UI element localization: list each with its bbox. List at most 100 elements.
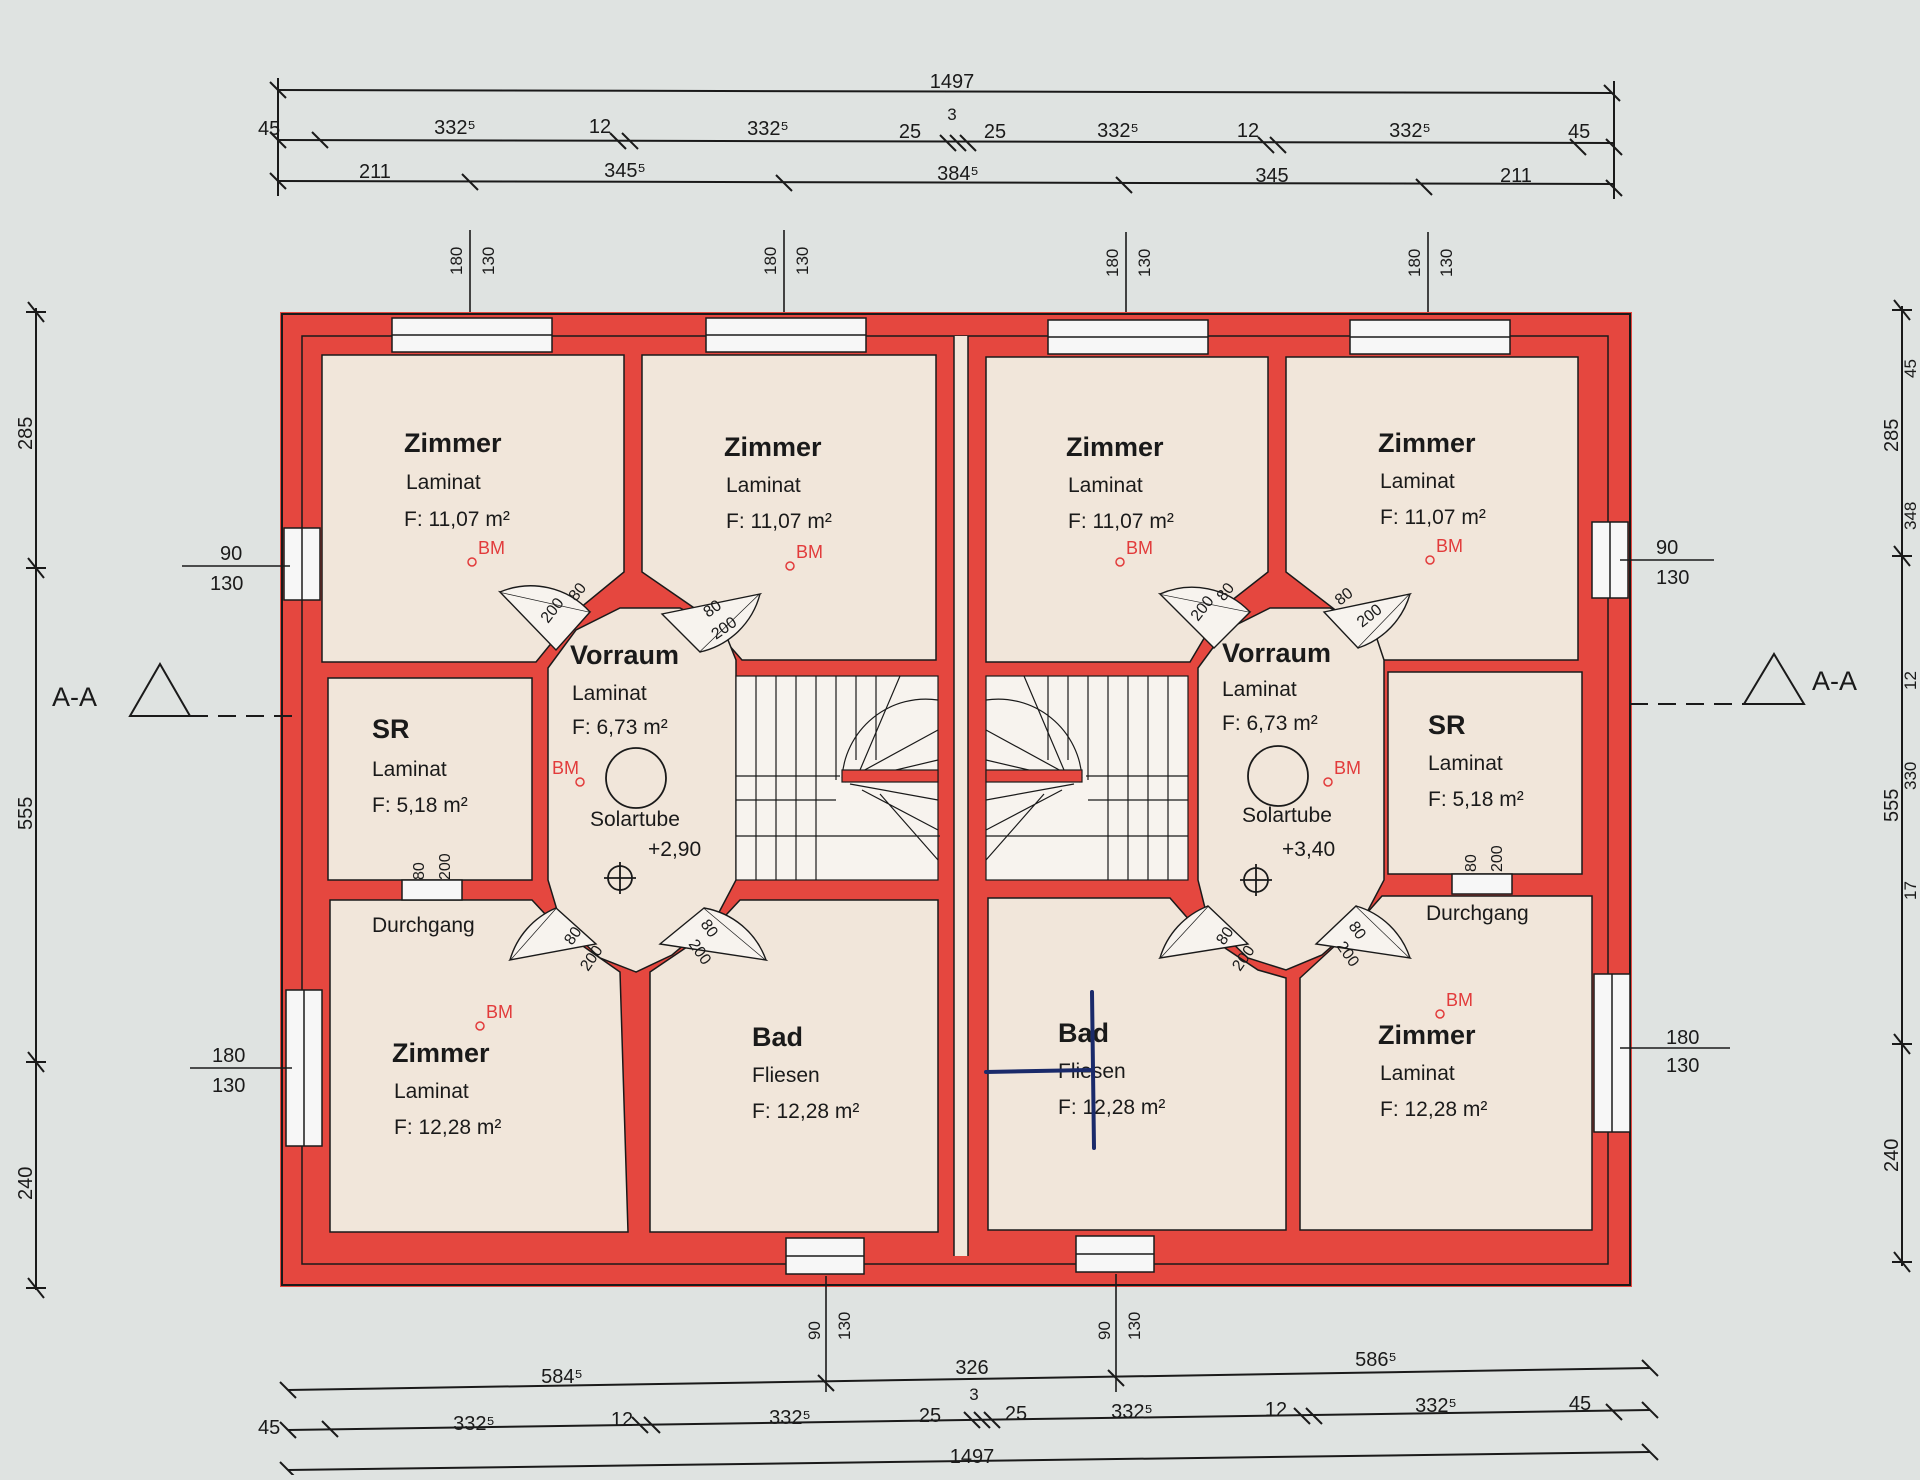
solartube-symbols — [604, 745, 1309, 896]
right-inner-dim-45: 45 — [1901, 359, 1920, 378]
staircase-left — [735, 675, 940, 881]
room-floor: Laminat — [1380, 1062, 1455, 1085]
top-axis-2: 345⁵ — [604, 160, 646, 182]
top-dim-6: 3 — [947, 105, 956, 124]
room-area: F: 12,28 m² — [752, 1100, 859, 1123]
room-floor: Laminat — [1380, 470, 1455, 493]
bm-1: BM — [478, 538, 505, 558]
room-floor: Laminat — [406, 471, 481, 494]
top-window-2-b: 130 — [793, 247, 812, 275]
top-window-2-a: 180 — [761, 247, 780, 275]
room-floor: Laminat — [1428, 752, 1503, 775]
bottom-dim-4: 332⁵ — [769, 1407, 811, 1429]
room-sr-right: SR Laminat F: 5,18 m² — [1428, 710, 1524, 811]
room-area: F: 11,07 m² — [404, 508, 510, 531]
top-dim-4: 332⁵ — [747, 118, 789, 140]
room-zimmer-n1: Zimmer Laminat F: 11,07 m² — [724, 432, 832, 533]
bottom-dim-9: 12 — [1265, 1399, 1287, 1421]
top-window-4-b: 130 — [1437, 249, 1456, 277]
top-dim-2: 332⁵ — [434, 117, 476, 139]
left-dim-240: 240 — [15, 1167, 37, 1200]
right-dim-555: 555 — [1881, 789, 1903, 822]
room-floor: Laminat — [726, 474, 801, 497]
staircase-right — [985, 675, 1189, 881]
side-window-left-2-b: 130 — [212, 1075, 245, 1097]
top-axis-5: 211 — [1500, 165, 1532, 187]
room-floor: Laminat — [372, 758, 447, 781]
top-window-4-a: 180 — [1405, 249, 1424, 277]
solartube-height-right: +3,40 — [1282, 838, 1335, 861]
bm-3: BM — [1126, 538, 1153, 558]
side-window-right-2-b: 130 — [1666, 1055, 1699, 1077]
side-window-left-1-b: 130 — [210, 573, 243, 595]
room-floors — [321, 354, 1593, 1233]
room-name: Zimmer — [404, 428, 502, 458]
room-area: F: 11,07 m² — [1068, 510, 1174, 533]
side-window-leaders — [182, 559, 1730, 1069]
room-floor: Laminat — [394, 1080, 469, 1103]
floor-bad-right — [987, 897, 1287, 1231]
side-window-right-1-b: 130 — [1656, 567, 1689, 589]
top-dim-3: 12 — [589, 116, 611, 138]
room-name: Bad — [1058, 1018, 1109, 1048]
floor-sr-right — [1387, 671, 1583, 875]
top-window-3-a: 180 — [1103, 249, 1122, 277]
left-dim-285: 285 — [15, 417, 37, 450]
top-dim-1: 45 — [258, 118, 280, 140]
durchgang-label-left: Durchgang — [372, 914, 475, 937]
top-dim-10: 332⁵ — [1389, 120, 1431, 142]
room-zimmer-n2: Zimmer Laminat F: 11,07 m² — [1066, 432, 1174, 533]
room-name: Zimmer — [392, 1038, 490, 1068]
door-mark-200-10: 200 — [1489, 845, 1506, 872]
bottom-dim-1: 45 — [258, 1417, 280, 1439]
side-window-right-2-a: 180 — [1666, 1027, 1699, 1049]
top-axis-4: 345 — [1255, 165, 1288, 187]
top-dimension-chain — [269, 78, 1623, 199]
room-zimmer-se: Zimmer Laminat F: 12,28 m² — [1378, 1020, 1487, 1121]
section-markers — [128, 652, 1806, 717]
room-floor: Fliesen — [752, 1064, 820, 1087]
left-dim-555: 555 — [15, 797, 37, 830]
pen-cross-mark — [984, 990, 1096, 1150]
side-window-left-1-a: 90 — [220, 543, 242, 565]
bm-5: BM — [552, 758, 579, 778]
solartube-label-right: Solartube — [1242, 804, 1332, 827]
room-name: Vorraum — [570, 640, 679, 670]
bottom-dim-2: 332⁵ — [453, 1413, 495, 1435]
section-label-left: A-A — [52, 682, 97, 712]
room-vorraum-right: Vorraum Laminat F: 6,73 m² — [1222, 638, 1331, 735]
right-dim-240: 240 — [1881, 1139, 1903, 1172]
room-area: F: 5,18 m² — [1428, 788, 1524, 811]
top-axis-1: 211 — [359, 161, 391, 183]
top-dim-11: 45 — [1568, 121, 1590, 143]
solartube-circle-left — [605, 747, 667, 809]
bottom-dim-8: 332⁵ — [1111, 1401, 1153, 1423]
room-sr-left: SR Laminat F: 5,18 m² — [372, 714, 468, 817]
side-window-left-2-a: 180 — [212, 1045, 245, 1067]
right-dim-285: 285 — [1881, 419, 1903, 452]
bottom-dim-3: 12 — [611, 1409, 633, 1431]
room-zimmer-nw: Zimmer Laminat F: 11,07 m² — [404, 428, 510, 531]
top-total-dim: 1497 — [930, 71, 975, 93]
top-window-3-b: 130 — [1135, 249, 1154, 277]
bottom-window-2-a: 90 — [1095, 1321, 1114, 1340]
windows — [283, 317, 1631, 1275]
right-inner-dim-12: 12 — [1901, 671, 1920, 690]
door-mark-80-10: 80 — [1463, 854, 1480, 872]
room-area: F: 12,28 m² — [1380, 1098, 1487, 1121]
left-side-dimension — [26, 301, 46, 1299]
bottom-total-dim: 1497 — [950, 1446, 995, 1468]
bottom-axis-1: 584⁵ — [541, 1366, 583, 1388]
section-label-right: A-A — [1812, 666, 1857, 696]
room-area: F: 11,07 m² — [726, 510, 832, 533]
right-side-dimension — [1892, 299, 1912, 1273]
bottom-axis-3: 586⁵ — [1355, 1349, 1397, 1371]
room-zimmer-ne: Zimmer Laminat F: 11,07 m² — [1378, 428, 1486, 529]
room-name: Vorraum — [1222, 638, 1331, 668]
bottom-window-leaders — [825, 1274, 1117, 1392]
room-area: F: 5,18 m² — [372, 794, 468, 817]
bottom-dim-7: 25 — [1005, 1403, 1027, 1425]
top-dim-9: 12 — [1237, 120, 1259, 142]
top-dim-7: 25 — [984, 121, 1006, 143]
